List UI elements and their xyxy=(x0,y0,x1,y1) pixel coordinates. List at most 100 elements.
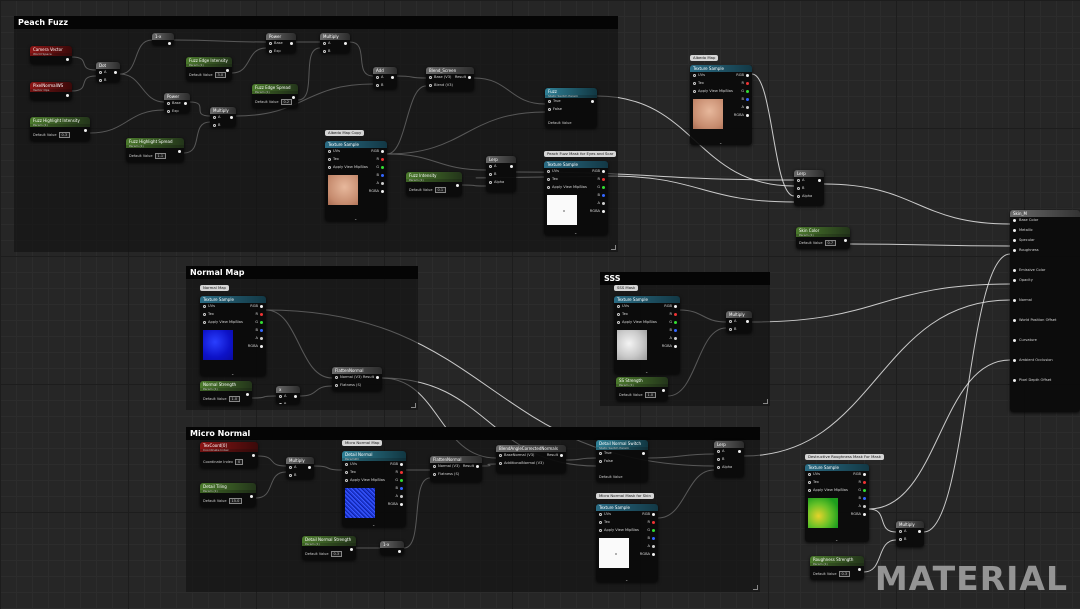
output-pin-row[interactable]: RGBA xyxy=(388,502,403,507)
pin-icon[interactable] xyxy=(489,165,492,168)
pin-icon[interactable] xyxy=(746,74,749,77)
output-pin-row[interactable]: Metallic xyxy=(1013,228,1033,233)
output-pin-row[interactable]: A xyxy=(670,336,677,341)
input-pin-row[interactable]: A xyxy=(376,75,383,80)
output-pin-row[interactable]: A xyxy=(648,544,655,549)
output-pin-row[interactable]: Specular xyxy=(1013,238,1035,243)
pin-icon[interactable] xyxy=(468,76,471,79)
default-value-input[interactable]: 1.0 xyxy=(644,392,657,398)
chevron-down-icon[interactable]: ⌄ xyxy=(719,140,723,145)
output-pin-row[interactable]: R xyxy=(742,81,749,86)
pin-icon[interactable] xyxy=(797,195,800,198)
input-pin-row[interactable]: Flatness (S) xyxy=(335,383,361,388)
pin-icon[interactable] xyxy=(279,403,282,404)
resize-grip-icon[interactable] xyxy=(763,399,768,404)
pin-icon[interactable] xyxy=(1013,379,1016,382)
pin-icon[interactable] xyxy=(547,186,550,189)
pin-icon[interactable] xyxy=(746,82,749,85)
pin-icon[interactable] xyxy=(400,495,403,498)
pin-icon[interactable] xyxy=(547,170,550,173)
input-pin-row[interactable]: UVs xyxy=(693,73,705,78)
output-pin-row[interactable]: Emissive Color xyxy=(1013,268,1045,273)
input-pin-row[interactable]: Blend (V3) xyxy=(429,83,453,88)
input-pin-row[interactable]: Tex xyxy=(617,312,628,317)
input-pin-row[interactable]: B xyxy=(717,457,724,462)
pin-icon[interactable] xyxy=(456,184,459,187)
default-value-input[interactable]: 15.0 xyxy=(228,498,243,504)
output-pin-row[interactable]: RGB xyxy=(642,512,655,517)
input-pin-row[interactable]: A xyxy=(489,164,496,169)
input-pin-row[interactable]: Apply View MipBias xyxy=(599,528,639,533)
input-pin-row[interactable]: A xyxy=(99,70,106,75)
pin-icon[interactable] xyxy=(797,187,800,190)
pin-icon[interactable] xyxy=(652,521,655,524)
input-pin-row[interactable]: Tex xyxy=(599,520,610,525)
output-pin-row[interactable]: A xyxy=(377,181,384,186)
pin-icon[interactable] xyxy=(260,329,263,332)
pin-icon[interactable] xyxy=(289,466,292,469)
output-pin-row[interactable]: A xyxy=(859,504,866,509)
pin-icon[interactable] xyxy=(323,42,326,45)
pin-icon[interactable] xyxy=(213,116,216,119)
pin-icon[interactable] xyxy=(167,110,170,113)
input-pin-row[interactable]: True xyxy=(599,451,612,456)
pin-icon[interactable] xyxy=(345,471,348,474)
pin-icon[interactable] xyxy=(400,463,403,466)
output-pin-row[interactable]: B xyxy=(648,536,655,541)
pin-icon[interactable] xyxy=(269,50,272,53)
output-pin-row[interactable]: Curvature xyxy=(1013,338,1037,343)
input-pin-row[interactable]: B xyxy=(376,83,383,88)
pin-icon[interactable] xyxy=(344,42,347,45)
pin-icon[interactable] xyxy=(863,513,866,516)
output-pin-row[interactable]: B xyxy=(742,97,749,102)
pin-icon[interactable] xyxy=(602,170,605,173)
pin-icon[interactable] xyxy=(381,182,384,185)
node-oneminus[interactable]: 1-x xyxy=(152,33,174,45)
input-pin-row[interactable]: Base (V3) xyxy=(429,75,451,80)
pin-icon[interactable] xyxy=(1013,229,1016,232)
input-pin-row[interactable]: B xyxy=(899,537,906,542)
input-pin-row[interactable]: False xyxy=(599,459,613,464)
input-pin-row[interactable]: UVs xyxy=(345,462,357,467)
pin-icon[interactable] xyxy=(168,42,171,45)
pin-icon[interactable] xyxy=(717,450,720,453)
output-pin-row[interactable]: R xyxy=(859,480,866,485)
input-pin-row[interactable]: Tex xyxy=(693,81,704,86)
output-pin-row[interactable]: A xyxy=(396,494,403,499)
input-pin-row[interactable]: Apply View MipBias xyxy=(693,89,733,94)
label-normal-map[interactable]: Normal Map xyxy=(200,285,229,291)
pin-icon[interactable] xyxy=(433,473,436,476)
pin-icon[interactable] xyxy=(381,174,384,177)
output-pin-row[interactable]: B xyxy=(859,496,866,501)
pin-icon[interactable] xyxy=(693,82,696,85)
pin-icon[interactable] xyxy=(292,96,295,99)
input-pin-row[interactable]: B xyxy=(729,327,736,332)
pin-icon[interactable] xyxy=(662,389,665,392)
output-pin-row[interactable]: G xyxy=(376,165,384,170)
input-pin-row[interactable]: Alpha xyxy=(717,465,732,470)
pin-icon[interactable] xyxy=(617,321,620,324)
pin-icon[interactable] xyxy=(350,548,353,551)
input-pin-row[interactable]: True xyxy=(548,99,561,104)
output-pin-row[interactable]: Ambient Occlusion xyxy=(1013,358,1053,363)
pin-icon[interactable] xyxy=(335,376,338,379)
input-pin-row[interactable]: Tex xyxy=(808,480,819,485)
pin-icon[interactable] xyxy=(602,178,605,181)
output-pin-row[interactable]: A xyxy=(742,105,749,110)
chevron-down-icon[interactable]: ⌄ xyxy=(625,577,629,582)
pin-icon[interactable] xyxy=(429,84,432,87)
pin-icon[interactable] xyxy=(203,313,206,316)
chevron-down-icon[interactable]: ⌄ xyxy=(574,230,578,235)
pin-icon[interactable] xyxy=(376,76,379,79)
output-pin-row[interactable]: G xyxy=(255,320,263,325)
